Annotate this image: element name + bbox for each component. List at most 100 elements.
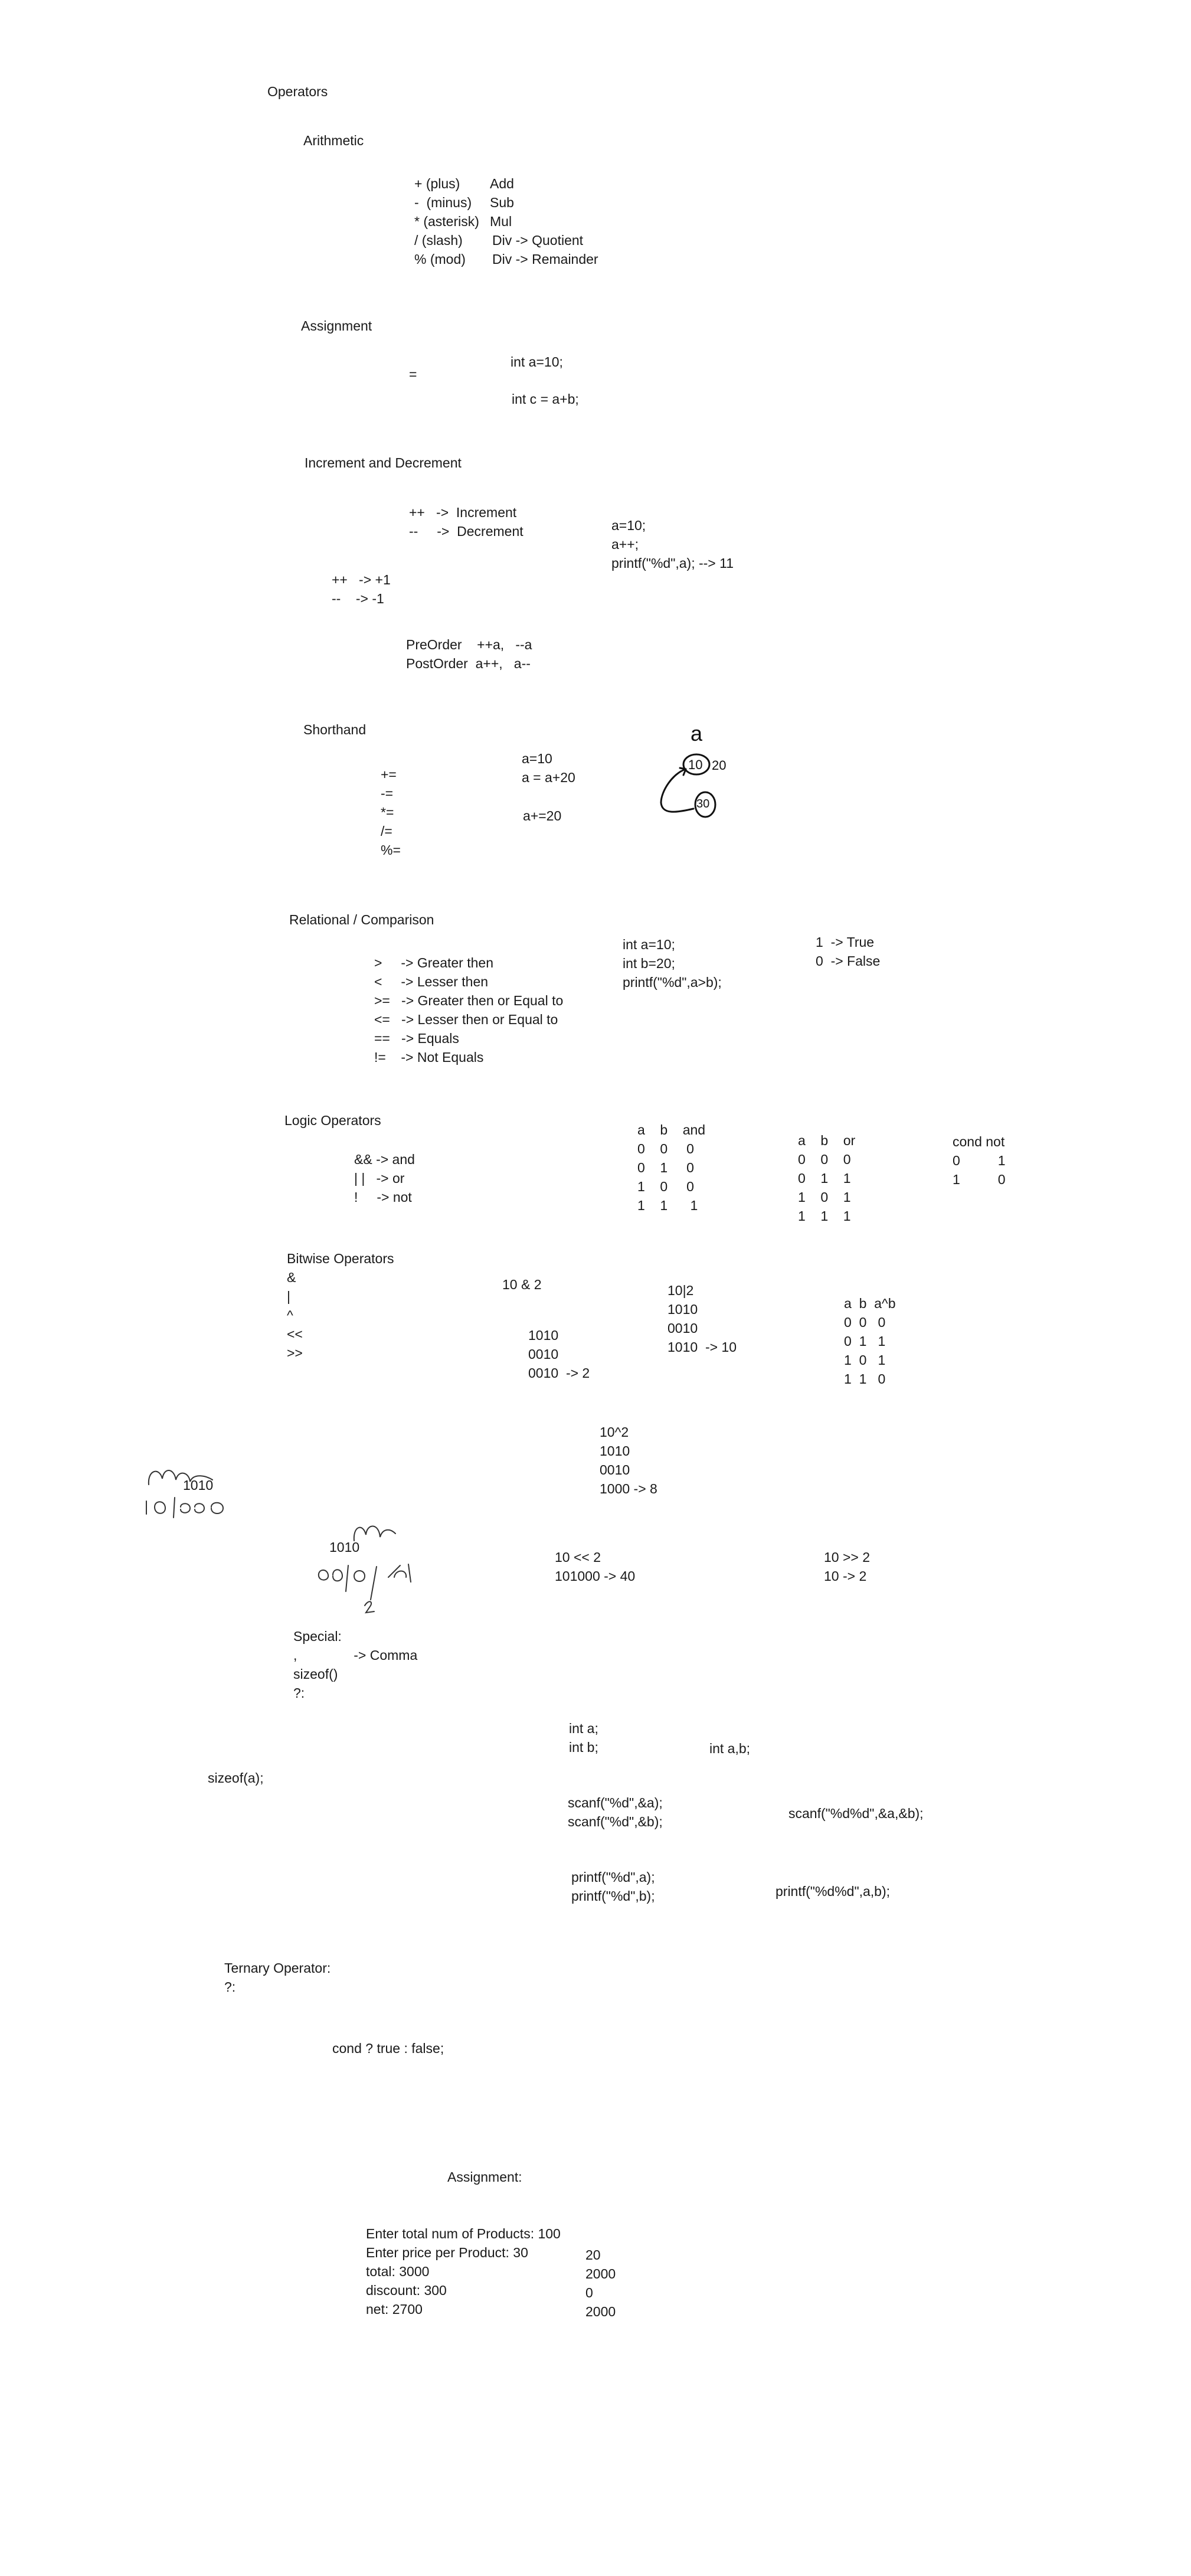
shift-right-line: 10 -> 2 [824, 1568, 867, 1584]
decl-combined: int a,b; [709, 1741, 751, 1756]
relational-op: != -> Not Equals [374, 1050, 484, 1065]
logic-op: | | -> or [354, 1171, 405, 1186]
xor-table-row: 0 0 0 [844, 1315, 886, 1330]
bitwise-heading: Bitwise Operators [287, 1251, 394, 1266]
truth-note: 1 -> True [816, 934, 875, 950]
xor-table-row: 1 0 1 [844, 1352, 886, 1368]
scribble-drawing [146, 1470, 224, 1518]
arithmetic-symbol: + (plus) [414, 176, 460, 191]
and-table-row: 0 1 0 [637, 1160, 694, 1175]
arithmetic-meaning: Add [490, 176, 514, 191]
arithmetic-meaning: Div -> Quotient [492, 233, 584, 248]
assignment-heading: Assignment [301, 318, 372, 334]
shift-right-line: 10 >> 2 [824, 1549, 871, 1565]
decl-line: int b; [569, 1740, 598, 1755]
sketch-label-twenty: 20 [712, 758, 726, 773]
bitwise-op: << [287, 1326, 303, 1342]
assignment-example: int c = a+b; [512, 391, 579, 407]
homework-line: discount: 300 [366, 2283, 447, 2298]
xor-table-row: a b a^b [844, 1296, 896, 1311]
shorthand-op: *= [381, 805, 394, 820]
decl-line: int a; [569, 1721, 598, 1736]
homework-line: Enter total num of Products: 100 [366, 2226, 561, 2241]
or-table-row: 0 0 0 [798, 1152, 851, 1167]
relational-code-line: printf("%d",a>b); [623, 975, 722, 990]
arithmetic-meaning: Div -> Remainder [492, 251, 598, 267]
printf-line: printf("%d",a); [571, 1869, 655, 1885]
or-work-line: 10|2 [668, 1283, 694, 1298]
incdec-heading: Increment and Decrement [305, 455, 462, 470]
or-work-line: 1010 -> 10 [668, 1339, 737, 1355]
relational-op: > -> Greater then [374, 955, 493, 970]
ternary-line: Ternary Operator: [224, 1960, 331, 1976]
relational-heading: Relational / Comparison [289, 912, 434, 927]
preorder-line: PreOrder ++a, --a [406, 637, 532, 652]
scanf-line: scanf("%d",&a); [568, 1795, 663, 1810]
shorthand-op: /= [381, 823, 392, 839]
sketch-label-ten: 10 [688, 757, 702, 772]
assignment-example: int a=10; [511, 354, 563, 370]
assignment-symbol: = [409, 367, 417, 382]
sizeof-call: sizeof(a); [208, 1770, 264, 1786]
ternary-syntax: cond ? true : false; [332, 2041, 444, 2056]
shift-left-line: 101000 -> 40 [555, 1568, 636, 1584]
and-example-title: 10 & 2 [502, 1277, 542, 1292]
special-line: , -> Comma [293, 1647, 418, 1663]
printf-combined: printf("%d%d",a,b); [776, 1884, 891, 1899]
or-table-row: 0 1 1 [798, 1171, 851, 1186]
scribble-drawing [318, 1525, 411, 1614]
incdec-code-line: a++; [611, 537, 639, 552]
relational-op: == -> Equals [374, 1031, 459, 1046]
bitwise-op: & [287, 1270, 296, 1285]
arithmetic-symbol: - (minus) [414, 195, 472, 210]
printf-line: printf("%d",b); [571, 1888, 655, 1904]
logic-op: ! -> not [354, 1189, 412, 1205]
xor-table-row: 1 1 0 [844, 1371, 886, 1387]
bitwise-op: | [287, 1289, 290, 1304]
logic-op: && -> and [354, 1152, 415, 1167]
or-work-line: 1010 [668, 1302, 698, 1317]
homework-line: net: 2700 [366, 2302, 423, 2317]
or-table-row: 1 1 1 [798, 1208, 851, 1224]
homework-line: Enter price per Product: 30 [366, 2245, 528, 2260]
and-work-line: 1010 [528, 1328, 559, 1343]
homework-side-value: 20 [585, 2247, 601, 2263]
sketch-label-thirty: 30 [696, 797, 709, 810]
minus-one-note: -- -> -1 [332, 591, 384, 606]
ternary-line: ?: [224, 1979, 236, 1995]
relational-op: < -> Lesser then [374, 974, 489, 989]
sketch-label-a: a [691, 723, 703, 746]
scribble-binary: 1010 [329, 1539, 360, 1555]
shorthand-example: a=10 [522, 751, 552, 766]
logic-heading: Logic Operators [284, 1113, 381, 1128]
and-table-row: 1 1 1 [637, 1198, 698, 1213]
not-table-row: 0 1 [953, 1153, 1006, 1168]
special-line: Special: [293, 1629, 342, 1644]
not-table-row: cond not [953, 1134, 1005, 1149]
relational-op: <= -> Lesser then or Equal to [374, 1012, 558, 1027]
or-table-row: a b or [798, 1133, 856, 1148]
incdec-code-line: a=10; [611, 518, 646, 533]
and-table-row: a b and [637, 1122, 706, 1137]
shorthand-op: -= [381, 786, 394, 801]
arithmetic-meaning: Mul [490, 214, 512, 229]
incdec-code-line: printf("%d",a); --> 11 [611, 555, 734, 571]
decrement-line: -- -> Decrement [409, 524, 523, 539]
shorthand-heading: Shorthand [303, 722, 367, 737]
arithmetic-heading: Arithmetic [303, 133, 364, 148]
and-table-row: 0 0 0 [637, 1141, 694, 1156]
homework-side-value: 2000 [585, 2304, 616, 2319]
bitwise-op: ^ [287, 1307, 293, 1323]
scanf-combined: scanf("%d%d",&a,&b); [788, 1806, 924, 1821]
truth-note: 0 -> False [816, 953, 881, 969]
arithmetic-symbol: * (asterisk) [414, 214, 479, 229]
relational-op: >= -> Greater then or Equal to [374, 993, 564, 1008]
scanf-line: scanf("%d",&b); [568, 1814, 663, 1829]
xor-work-line: 0010 [600, 1462, 630, 1477]
or-work-line: 0010 [668, 1320, 698, 1336]
shorthand-example: a+=20 [523, 808, 562, 823]
bitwise-op: >> [287, 1345, 303, 1361]
homework-side-value: 2000 [585, 2266, 616, 2281]
and-work-line: 0010 -> 2 [528, 1365, 590, 1381]
xor-work-line: 1000 -> 8 [600, 1481, 657, 1496]
